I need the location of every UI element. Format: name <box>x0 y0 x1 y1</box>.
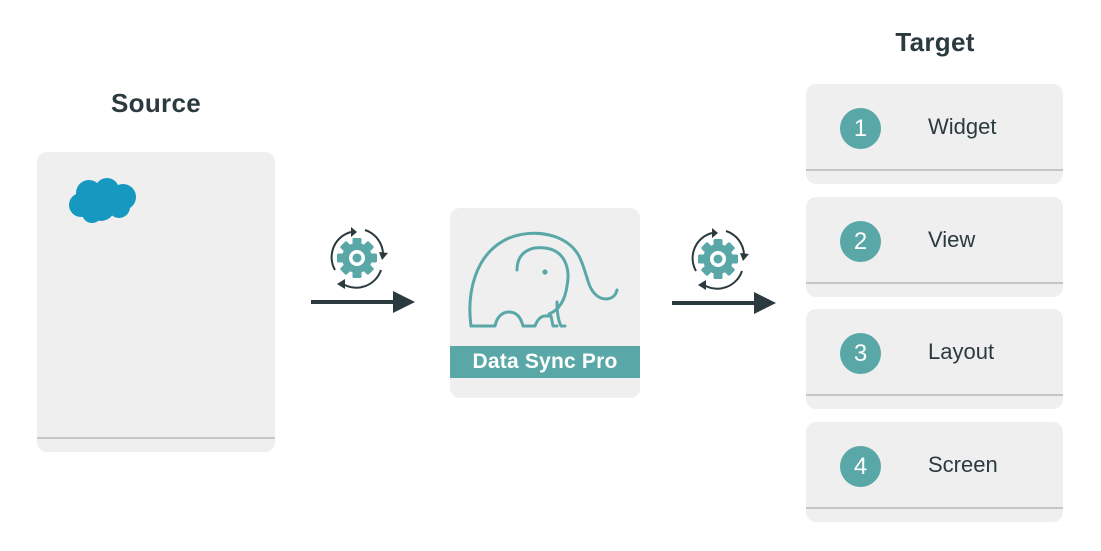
sync-gear-icon <box>321 224 393 297</box>
step-number-badge: 4 <box>840 446 881 487</box>
elephant-icon <box>465 228 625 337</box>
target-item-divider <box>806 507 1063 509</box>
source-heading: Source <box>111 88 201 118</box>
target-item-divider <box>806 394 1063 396</box>
target-item-divider <box>806 282 1063 284</box>
sync-gear-icon <box>682 225 754 298</box>
data-sync-pro-card: Data Sync Pro <box>450 208 640 398</box>
source-card-divider <box>37 437 275 439</box>
target-item-label: Layout <box>928 339 995 364</box>
flow-arrow-icon <box>311 289 415 320</box>
target-item-label: View <box>928 227 976 252</box>
target-item-view: 2 View <box>806 197 1063 297</box>
target-item-screen: 4 Screen <box>806 422 1063 522</box>
source-card <box>37 152 275 452</box>
product-label: Data Sync Pro <box>450 346 640 378</box>
step-number-badge: 3 <box>840 333 881 374</box>
salesforce-cloud-icon <box>67 177 139 228</box>
target-item-widget: 1 Widget <box>806 84 1063 184</box>
step-number-badge: 2 <box>840 221 881 262</box>
target-item-label: Widget <box>928 114 997 139</box>
step-number-badge: 1 <box>840 108 881 149</box>
target-heading: Target <box>895 27 975 57</box>
target-item-divider <box>806 169 1063 171</box>
target-item-layout: 3 Layout <box>806 309 1063 409</box>
flow-arrow-icon <box>672 290 776 321</box>
target-item-label: Screen <box>928 452 998 477</box>
